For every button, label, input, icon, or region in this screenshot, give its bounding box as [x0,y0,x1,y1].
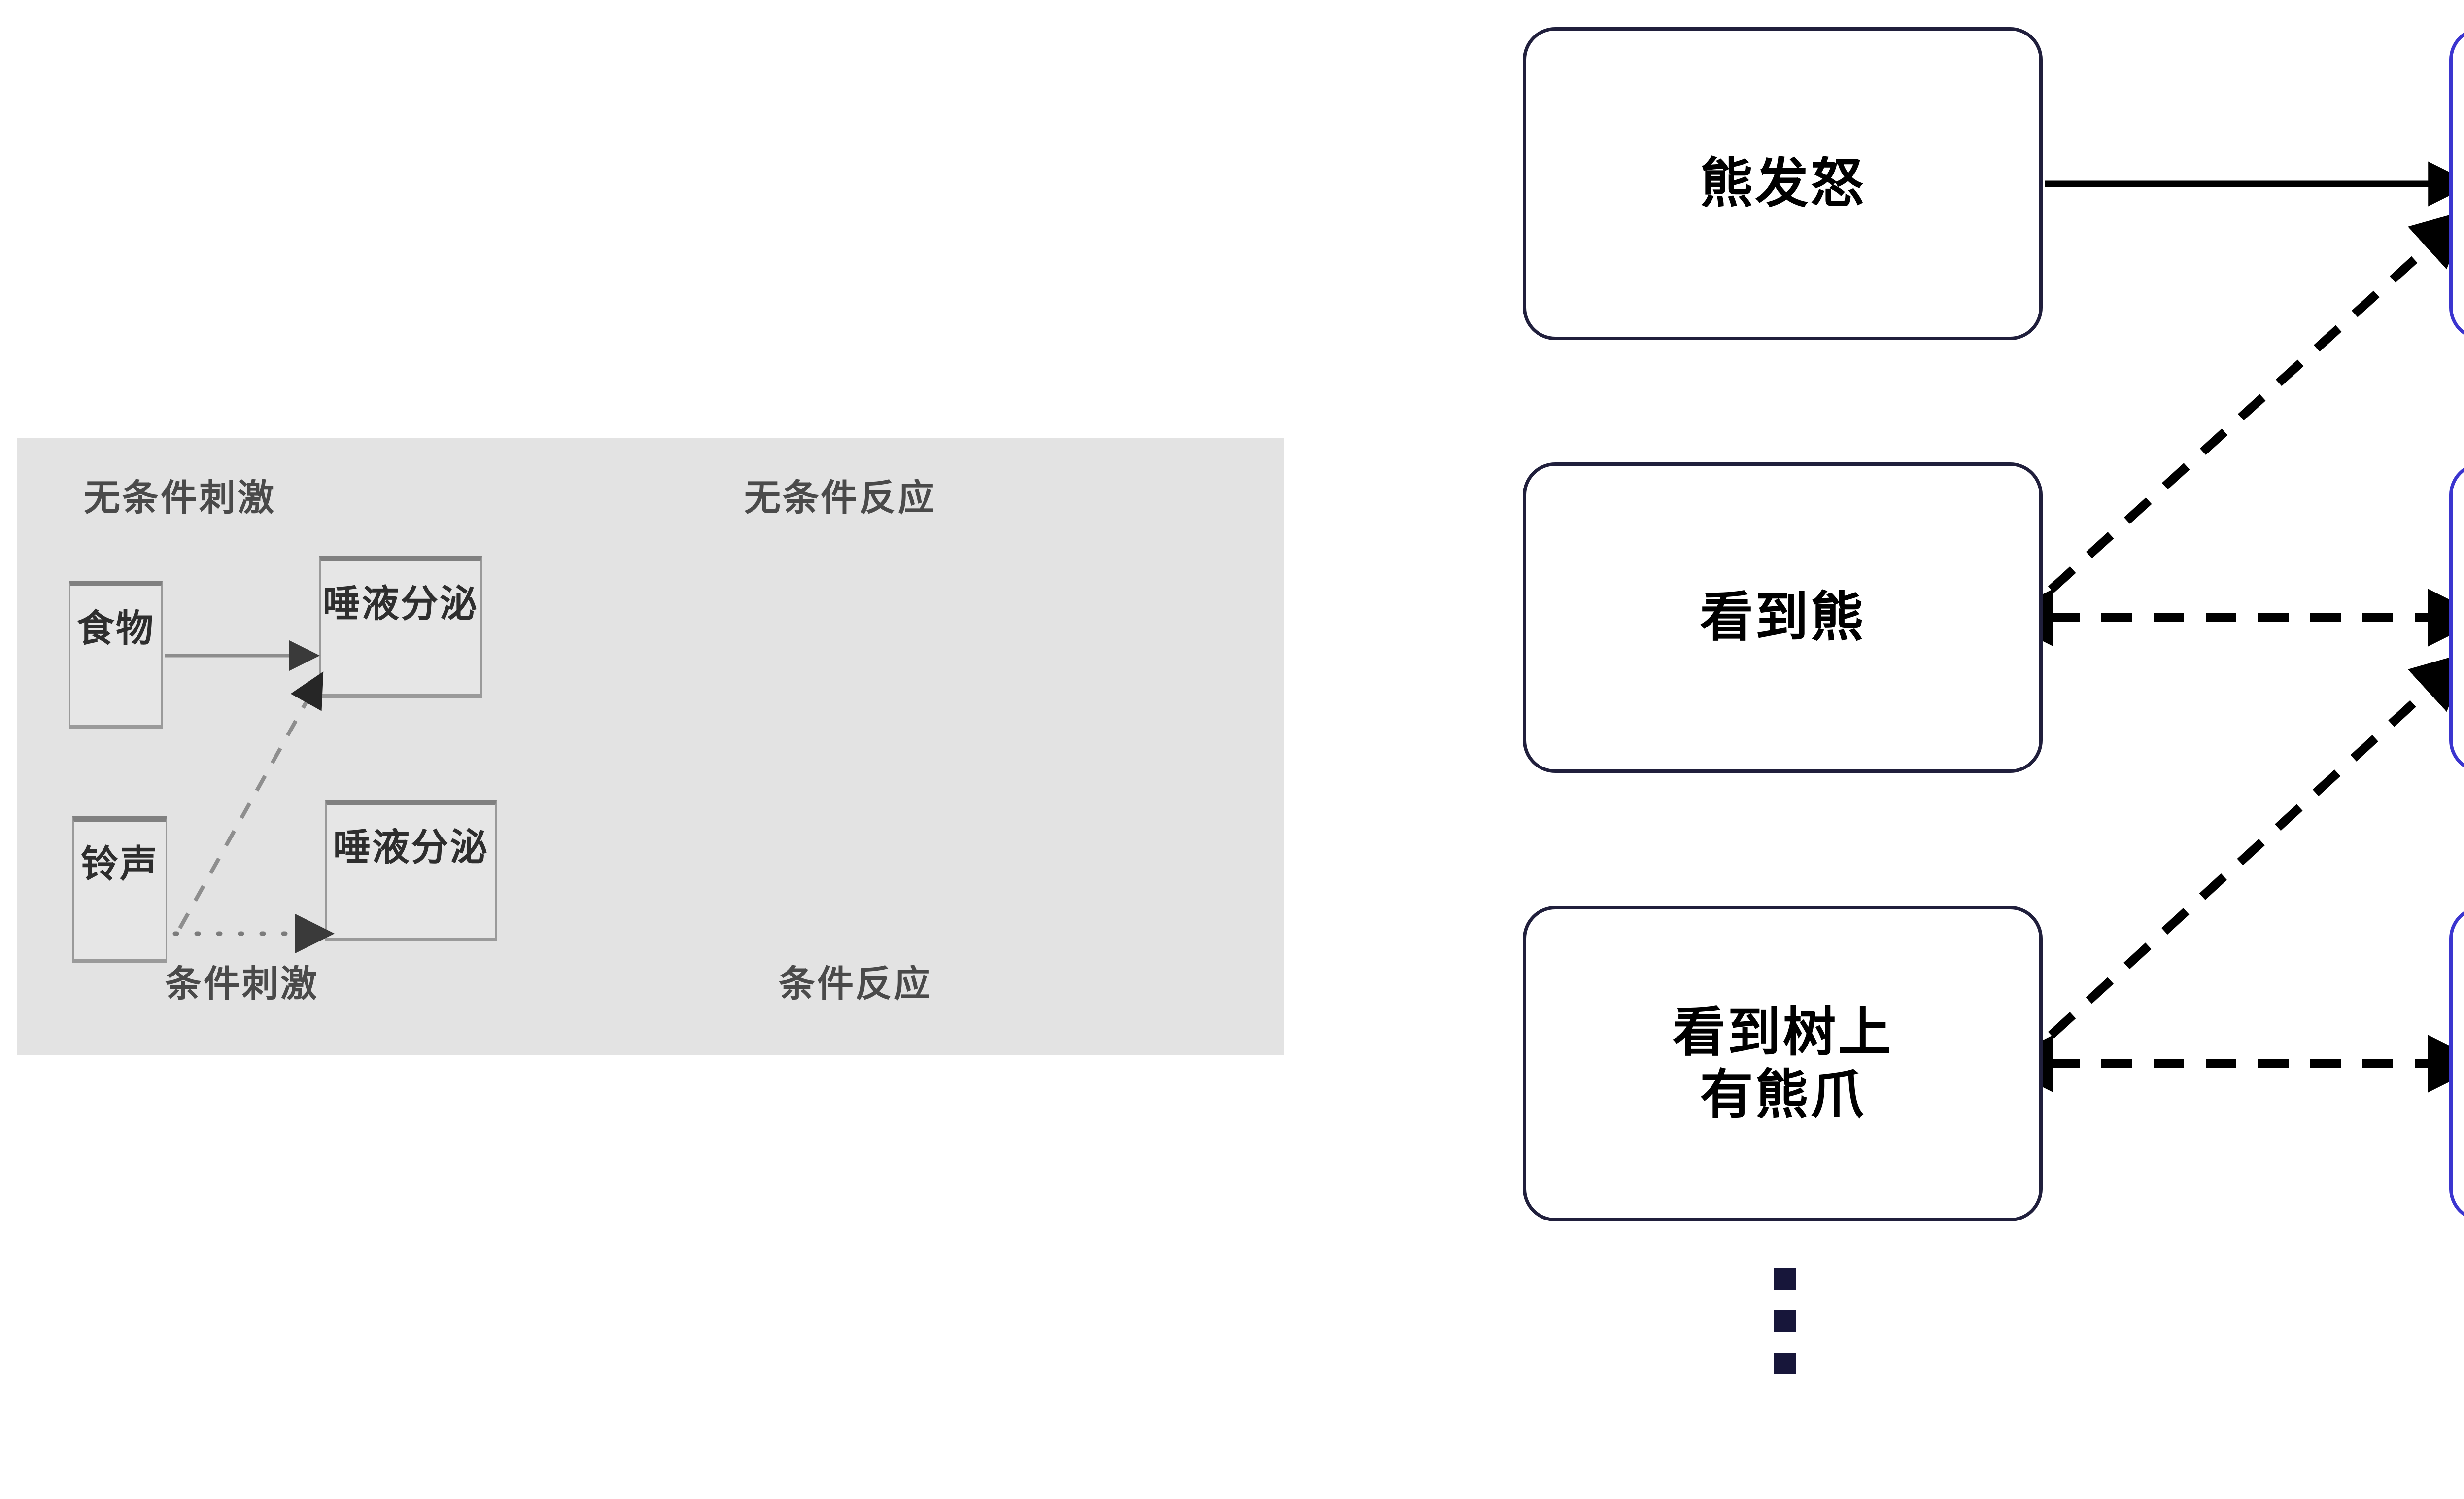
rl-node-see-bear[interactable]: 看到熊 [1523,462,2043,773]
rl-left-column-ellipsis [1774,1268,1796,1374]
rl-node-value-state[interactable]: V(s) [2449,906,2464,1221]
rl-edge-see-claw-to-vsprime [2048,652,2464,1039]
rl-node-see-claw-on-tree-label: 看到树上 有熊爪 [1672,1001,1893,1127]
pavlov-conditioning-panel: 无条件刺激 无条件反应 条件刺激 条件反应 食物 铃声 唾液分泌 唾液分泌 [17,438,1284,1055]
rl-node-see-bear-label: 看到熊 [1700,587,1866,649]
ellipsis-square [1774,1310,1796,1332]
rl-node-see-claw-line2: 有熊爪 [1700,1064,1866,1126]
ellipsis-square [1774,1268,1796,1290]
rl-node-bear-angry-label: 熊发怒 [1700,152,1866,214]
pavlov-box-bell: 铃声 [72,816,167,963]
pavlov-caption-unconditioned-response: 无条件反应 [744,477,936,519]
rl-value-diagram: 熊发怒 看到熊 看到树上 有熊爪 奖励 V(s′) V(s) [1429,0,2464,1499]
rl-node-see-claw-line1: 看到树上 [1672,1001,1893,1063]
pavlov-box-salivation-top-label: 唾液分泌 [323,582,479,626]
pavlov-box-food: 食物 [69,581,163,729]
pavlov-arrow-bell-to-salivation-top [178,671,324,929]
pavlov-box-salivation-bottom: 唾液分泌 [325,800,497,941]
pavlov-caption-conditioned-response: 条件反应 [779,963,932,1005]
ellipsis-square [1774,1353,1796,1374]
pavlov-caption-unconditioned-stimulus: 无条件刺激 [84,477,276,519]
pavlov-box-bell-label: 铃声 [81,842,159,886]
pavlov-box-salivation-bottom-label: 唾液分泌 [333,825,489,869]
rl-edge-see-bear-to-reward [2048,209,2464,593]
rl-node-bear-angry[interactable]: 熊发怒 [1523,27,2043,340]
rl-node-value-next-state[interactable]: V(s′) [2449,462,2464,773]
pavlov-box-salivation-top: 唾液分泌 [319,556,482,698]
pavlov-arrows [165,640,335,954]
pavlov-box-food-label: 食物 [77,606,155,650]
pavlov-caption-conditioned-stimulus: 条件刺激 [165,963,319,1005]
rl-node-reward[interactable]: 奖励 [2449,27,2464,340]
rl-node-see-claw-on-tree[interactable]: 看到树上 有熊爪 [1523,906,2043,1221]
